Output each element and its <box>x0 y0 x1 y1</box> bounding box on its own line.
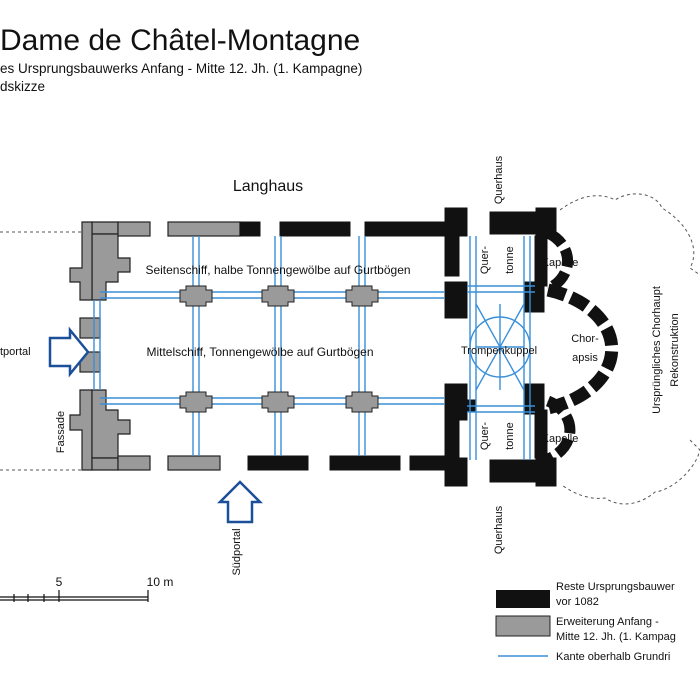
south-portal-arrow <box>216 480 264 524</box>
page-title: Dame de Châtel-Montagne <box>0 24 361 57</box>
quertonne-bottom-2: tonne <box>504 422 516 450</box>
page-subtitle: es Ursprungsbauwerks Anfang - Mitte 12. … <box>0 61 363 76</box>
chorapsis-label-1: Chor- <box>571 333 599 345</box>
quertonne-bottom-1: Quer- <box>479 422 491 450</box>
scale-bar <box>0 590 149 602</box>
westportal-label: tportal <box>0 346 31 358</box>
legend-item3-line1: Kante oberhalb Grundri <box>556 651 670 663</box>
suedportal-label: Südportal <box>231 528 243 575</box>
reconstruction-outline <box>559 193 700 505</box>
chorhaupt-label-1: Ursprüngliches Chorhaupt <box>651 286 663 414</box>
quertonne-top-1: Quer- <box>479 246 491 274</box>
extension-walls <box>69 221 241 471</box>
original-walls <box>239 207 557 487</box>
scale-label-5: 5 <box>56 575 63 589</box>
trompenkuppel-label: Trompenkuppel <box>461 345 537 357</box>
scale-label-10: 10 m <box>147 575 174 589</box>
quertonne-top-2: tonne <box>504 246 516 274</box>
fassade-label: Fassade <box>55 411 67 453</box>
querhaus-bottom-label: Querhaus <box>493 505 505 554</box>
legend-item2-line1: Erweiterung Anfang - <box>556 616 659 628</box>
mittelschiff-label: Mittelschiff, Tonnengewölbe auf Gurtböge… <box>146 345 373 359</box>
seitenschiff-label: Seitenschiff, halbe Tonnengewölbe auf Gu… <box>145 263 410 277</box>
langhaus-label: Langhaus <box>233 178 303 195</box>
legend-swatch-original <box>496 590 550 608</box>
chorapsis-label-2: apsis <box>572 352 598 364</box>
kapelle-bottom-label: Kapelle <box>542 433 579 445</box>
apses <box>545 228 619 465</box>
legend-item1-line1: Reste Ursprungsbauwer <box>556 581 675 593</box>
chorhaupt-label-2: Rekonstruktion <box>669 313 681 386</box>
querhaus-top-label: Querhaus <box>493 155 505 204</box>
nave-piers <box>179 285 379 413</box>
west-portal-arrow <box>48 326 90 378</box>
legend-item1-line2: vor 1082 <box>556 596 599 608</box>
legend: Reste Ursprungsbauwer vor 1082 Erweiteru… <box>495 581 676 663</box>
page-subtitle-2: dskizze <box>0 79 46 94</box>
legend-item2-line2: Mitte 12. Jh. (1. Kampag <box>556 631 676 643</box>
legend-swatch-extension <box>495 615 551 637</box>
kapelle-top-label: Kapelle <box>542 257 579 269</box>
